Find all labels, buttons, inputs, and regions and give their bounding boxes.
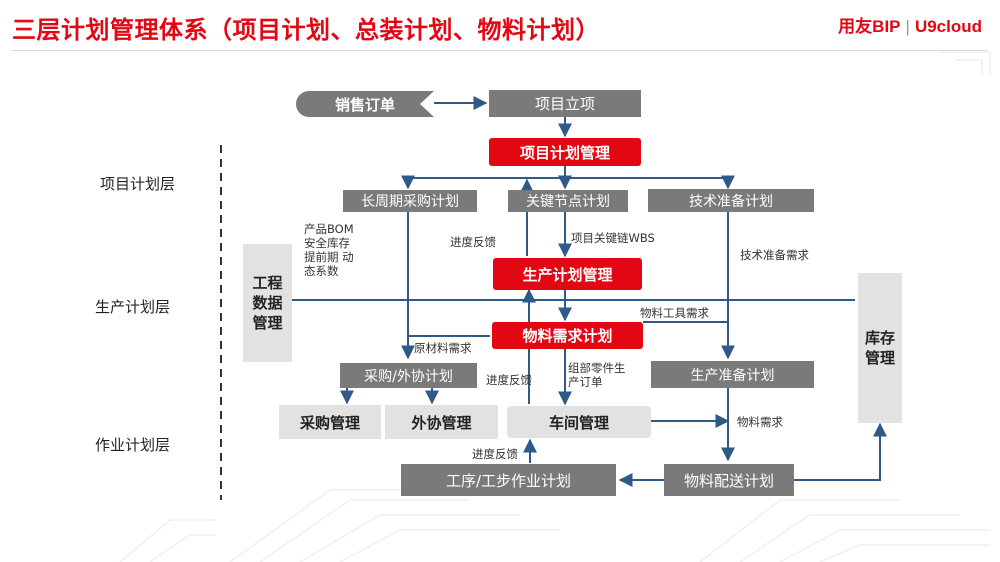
note-material-tool-demand: 物料工具需求 <box>640 306 709 320</box>
brand-sub: U9cloud <box>914 17 982 36</box>
long-cycle-purchase-box: 长周期采购计划 <box>343 190 477 212</box>
mrp-box: 物料需求计划 <box>492 322 643 349</box>
page-title: 三层计划管理体系（项目计划、总装计划、物料计划） <box>12 16 600 44</box>
purchase-outsource-plan-box: 采购/外协计划 <box>340 363 477 388</box>
note-bom-params: 产品BOM 安全库存 提前期 动态系数 <box>304 222 354 278</box>
production-prep-plan-box: 生产准备计划 <box>651 361 814 388</box>
tech-prep-plan-box: 技术准备计划 <box>648 189 814 212</box>
brand-name: 用友BIP <box>838 17 901 36</box>
sales-order-label: 销售订单 <box>334 95 395 114</box>
note-progress-feedback-3: 进度反馈 <box>472 447 518 461</box>
purchase-mgmt-box: 采购管理 <box>279 405 381 439</box>
engineering-data-label: 工程数据管理 <box>252 274 283 332</box>
note-progress-feedback-2: 进度反馈 <box>486 373 532 387</box>
workshop-mgmt-box: 车间管理 <box>507 406 651 438</box>
engineering-data-box: 工程数据管理 <box>243 244 292 362</box>
outsource-mgmt-box: 外协管理 <box>385 405 498 439</box>
production-plan-mgmt-box: 生产计划管理 <box>493 258 642 290</box>
note-project-key-wbs: 项目关键链WBS <box>571 231 655 245</box>
layer-label-production: 生产计划层 <box>95 298 171 316</box>
inventory-mgmt-label: 库存管理 <box>864 329 895 367</box>
note-tech-prep-demand: 技术准备需求 <box>740 248 809 262</box>
note-raw-material-demand: 原材料需求 <box>414 341 472 355</box>
note-component-orders: 组部零件生产订单 <box>568 361 626 389</box>
project-setup-box: 项目立项 <box>489 90 641 117</box>
key-node-plan-box: 关键节点计划 <box>508 190 628 212</box>
sales-order-shape <box>296 91 434 117</box>
note-material-demand: 物料需求 <box>737 415 783 429</box>
title-divider <box>12 50 987 51</box>
note-progress-feedback-1: 进度反馈 <box>450 235 496 249</box>
sales-order-node: 销售订单 <box>296 91 434 117</box>
layer-label-project: 项目计划层 <box>100 175 176 193</box>
process-op-plan-box: 工序/工步作业计划 <box>401 464 616 496</box>
inventory-mgmt-box: 库存管理 <box>858 273 902 423</box>
material-delivery-plan-box: 物料配送计划 <box>664 464 794 496</box>
brand-logo: 用友BIP|U9cloud <box>838 17 982 36</box>
project-plan-mgmt-box: 项目计划管理 <box>489 138 641 166</box>
layer-label-operation: 作业计划层 <box>95 436 171 454</box>
